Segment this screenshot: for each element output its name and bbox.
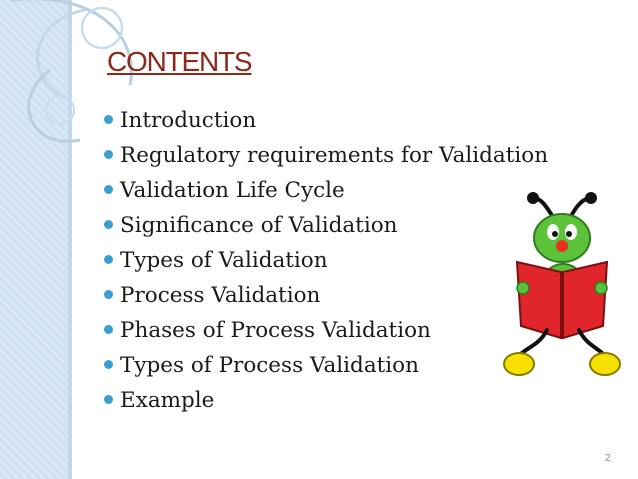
list-item-label: Significance of Validation (120, 213, 398, 238)
list-item: Phases of Process Validation (104, 313, 548, 348)
slide-title: CONTENTS (107, 46, 253, 77)
list-item-label: Validation Life Cycle (120, 178, 345, 203)
page-number: 2 (605, 453, 611, 464)
bullet-dot-icon (104, 359, 113, 369)
decorative-sidebar (0, 0, 72, 479)
swirl-decoration (10, 0, 133, 143)
sidebar-edge (68, 0, 72, 479)
list-item-label: Types of Validation (120, 248, 328, 273)
bullet-dot-icon (104, 394, 113, 404)
contents-list: Introduction Regulatory requirements for… (104, 103, 548, 418)
bullet-dot-icon (104, 149, 113, 159)
bug-reading-book-icon (503, 192, 621, 376)
list-item-label: Example (120, 388, 215, 413)
list-item: Significance of Validation (104, 208, 548, 243)
list-item-label: Process Validation (120, 283, 321, 308)
list-item-label: Types of Process Validation (120, 353, 419, 378)
bullet-dot-icon (104, 254, 113, 264)
list-item-label: Regulatory requirements for Validation (120, 143, 549, 168)
bullet-dot-icon (104, 184, 113, 194)
list-item: Process Validation (104, 278, 548, 313)
list-item: Types of Process Validation (104, 348, 548, 383)
list-item: Validation Life Cycle (104, 173, 548, 208)
bullet-dot-icon (104, 114, 113, 124)
list-item: Example (104, 383, 548, 418)
list-item: Introduction (104, 103, 548, 138)
list-item-label: Introduction (120, 108, 257, 133)
list-item-label: Phases of Process Validation (120, 318, 431, 343)
bullet-dot-icon (104, 324, 113, 334)
list-item: Types of Validation (104, 243, 548, 278)
bullet-dot-icon (104, 219, 113, 229)
list-item: Regulatory requirements for Validation (104, 138, 548, 173)
bullet-dot-icon (104, 289, 113, 299)
